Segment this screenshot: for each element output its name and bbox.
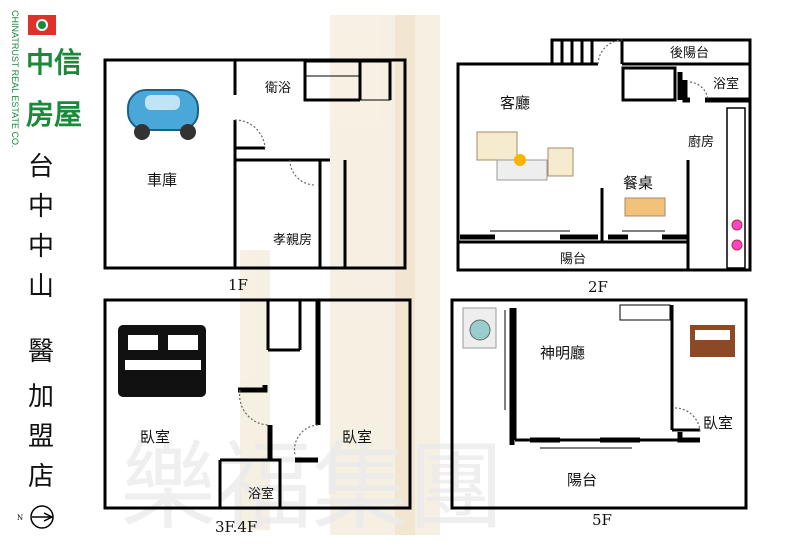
- svg-text:台: 台: [28, 152, 54, 182]
- svg-text:醫: 醫: [28, 337, 54, 367]
- svg-text:3F.4F: 3F.4F: [215, 518, 257, 536]
- floor-5f: 神明廳 臥室 陽台 5F: [450, 298, 748, 529]
- dining-table-icon: [624, 197, 666, 217]
- bed-icon-5f: [690, 325, 735, 357]
- svg-text:2F: 2F: [588, 278, 608, 296]
- svg-text:浴室: 浴室: [713, 76, 739, 92]
- svg-text:中: 中: [28, 192, 54, 222]
- floor-2f: 客廳 後陽台 浴室 廚房 餐桌 陽台 2F: [456, 38, 752, 296]
- svg-text:浴室: 浴室: [248, 486, 274, 502]
- washing-machine-icon: [462, 307, 497, 349]
- svg-text:陽台: 陽台: [567, 471, 597, 489]
- floor-1f: 車庫 衛浴 孝親房 1F: [103, 58, 407, 294]
- logo-brand-2: 房屋: [26, 98, 82, 131]
- car-icon: [127, 89, 199, 140]
- logo-brand: 中信: [26, 46, 82, 79]
- svg-text:車庫: 車庫: [147, 171, 177, 189]
- logo: CHINATRUST REAL ESTATE CO. 中信 房屋: [10, 10, 82, 148]
- sofa-set-icon: [476, 131, 574, 181]
- svg-text:山: 山: [28, 272, 54, 302]
- svg-text:神明廳: 神明廳: [540, 344, 585, 362]
- bed-icon: [118, 325, 206, 397]
- svg-text:廚房: 廚房: [688, 134, 714, 150]
- svg-text:臥室: 臥室: [140, 428, 170, 446]
- svg-text:盟: 盟: [28, 422, 54, 452]
- svg-text:加: 加: [28, 382, 54, 412]
- svg-text:中: 中: [28, 232, 54, 262]
- svg-text:5F: 5F: [592, 511, 612, 529]
- svg-text:N: N: [17, 514, 23, 522]
- svg-text:樂福集團: 樂福集團: [120, 431, 504, 543]
- svg-text:臥室: 臥室: [703, 414, 733, 432]
- svg-text:餐桌: 餐桌: [623, 174, 653, 192]
- svg-text:陽台: 陽台: [560, 252, 586, 267]
- compass-icon: N: [17, 505, 54, 529]
- logo-english: CHINATRUST REAL ESTATE CO.: [10, 10, 20, 148]
- floor-3f4f: 臥室 臥室 浴室 3F.4F: [103, 298, 412, 536]
- svg-text:孝親房: 孝親房: [273, 232, 312, 248]
- svg-text:店: 店: [28, 462, 54, 492]
- svg-text:1F: 1F: [228, 276, 248, 294]
- side-title: 台 中 中 山 醫 加 盟 店: [28, 152, 54, 492]
- svg-text:客廳: 客廳: [500, 94, 530, 112]
- svg-text:後陽台: 後陽台: [670, 46, 709, 61]
- svg-text:臥室: 臥室: [342, 428, 372, 446]
- svg-text:衛浴: 衛浴: [265, 81, 291, 96]
